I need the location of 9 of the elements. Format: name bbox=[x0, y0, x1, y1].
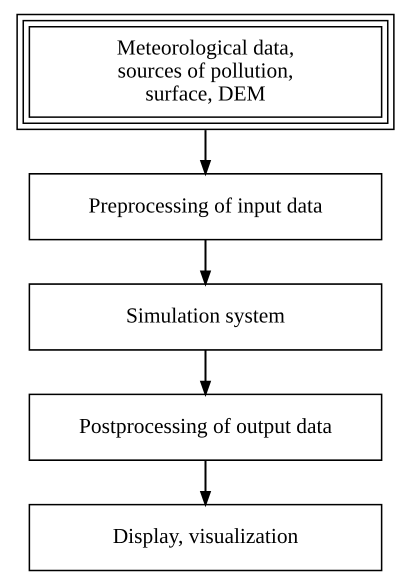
arrow bbox=[200, 350, 212, 398]
node-box: Preprocessing of input data bbox=[28, 173, 382, 240]
arrow bbox=[200, 130, 212, 176]
arrow bbox=[200, 240, 212, 287]
node-box: Meteorological data, sources of pollution, surface, DEM bbox=[16, 14, 395, 130]
arrow bbox=[200, 460, 212, 508]
node-box: Simulation system bbox=[28, 283, 382, 351]
node-box: Display, visualization bbox=[28, 504, 382, 572]
node-box: Postprocessing of output data bbox=[28, 394, 382, 461]
